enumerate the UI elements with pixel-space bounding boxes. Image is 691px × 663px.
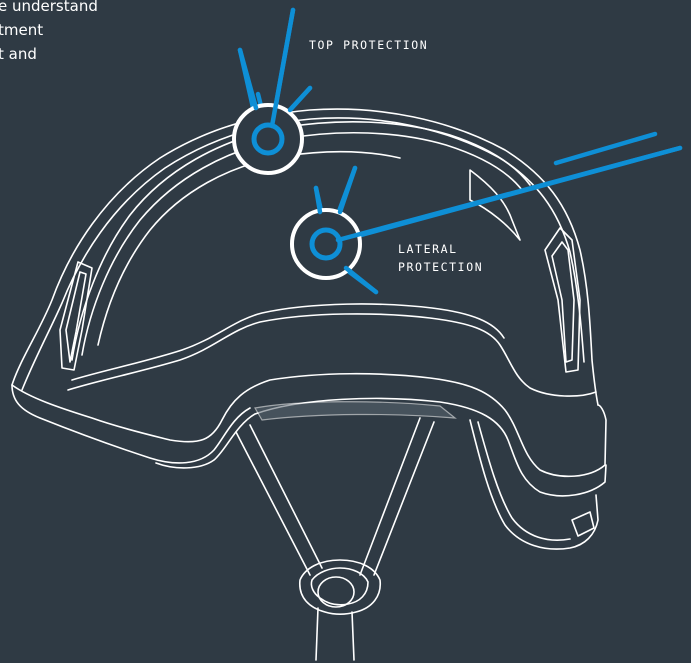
lateral-protection-label: LATERAL PROTECTION — [398, 240, 483, 276]
lateral-protection-label-line: LATERAL — [398, 240, 483, 258]
helmet-mid-ridge-inner — [72, 304, 504, 380]
lateral-impact-ray-up-left-over — [316, 188, 320, 212]
top-protection-label: TOP PROTECTION — [309, 36, 428, 54]
helmet-nape-piece-inner — [478, 422, 570, 540]
lateral-impact-ray-down-over — [346, 268, 376, 292]
helmet-brim-lower — [12, 385, 250, 463]
helmet-mid-ridge — [68, 314, 596, 396]
helmet-brim — [12, 374, 606, 477]
helmet-front-clip — [60, 262, 92, 370]
top-impact-ray-left-over — [240, 50, 256, 108]
lateral-impact-target — [292, 210, 360, 278]
lateral-impact-ray-up-right-over — [340, 168, 355, 212]
helmet-nape-piece — [470, 420, 598, 549]
top-impact-ray-right-over — [290, 88, 310, 110]
helmet-nape-knob — [572, 512, 594, 536]
lateral-protection-label-line: PROTECTION — [398, 258, 483, 276]
top-impact-target — [234, 105, 302, 173]
strap-lower-band — [316, 608, 354, 660]
chin-strap-right — [360, 418, 434, 575]
padding-mesh-outline — [255, 402, 455, 420]
strap-buckle-button — [318, 577, 354, 607]
lateral-impact-ray-long-over — [338, 148, 680, 240]
padding-mesh — [255, 402, 455, 420]
chin-strap-left — [236, 425, 322, 575]
